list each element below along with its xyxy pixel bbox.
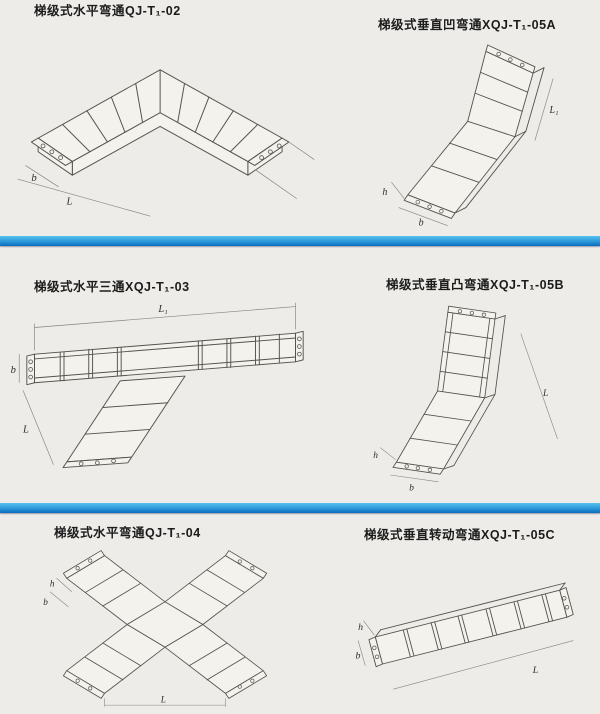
dim-label-b: b xyxy=(355,651,360,662)
dim-label-h: h xyxy=(358,622,363,633)
horizontal-bend-diagram: b L xyxy=(17,69,315,217)
section-divider xyxy=(0,503,600,513)
figure-cell-xqj-t1-05a: 梯级式垂直凹弯通XQJ-T₁-05A xyxy=(340,14,600,238)
vertical-concave-bend-diagram: L₁ h b xyxy=(382,44,558,229)
end-flanges xyxy=(62,550,268,699)
dimension-lines: L h b xyxy=(373,333,558,493)
tray-body xyxy=(407,50,545,214)
figure-title: 梯级式水平三通XQJ-T₁-03 xyxy=(34,280,190,294)
dim-label-b: b xyxy=(11,365,16,376)
dimension-lines: b L xyxy=(17,141,315,217)
dim-label-L1: L₁ xyxy=(157,304,167,315)
tray-body xyxy=(396,311,506,470)
dimension-lines: h b L xyxy=(43,578,226,707)
figure-cell-qj-t1-02: 梯级式水平弯通QJ-T₁-02 xyxy=(0,0,340,226)
tray-body xyxy=(374,582,568,665)
dimension-lines: L₁ b L xyxy=(11,302,296,465)
tray-body xyxy=(66,555,264,694)
end-flanges xyxy=(26,330,304,469)
dim-label-L1: L₁ xyxy=(548,105,558,116)
dim-label-L: L xyxy=(160,695,166,705)
vertical-convex-bend-diagram: L h b xyxy=(373,305,558,493)
figure-title: 梯级式水平弯通QJ-T₁-04 xyxy=(54,526,201,540)
dim-label-b: b xyxy=(409,483,414,493)
dim-label-L: L xyxy=(532,665,539,676)
dim-label-L: L xyxy=(65,195,72,207)
dimension-lines: L₁ h b xyxy=(382,78,558,229)
figure-title: 梯级式水平弯通QJ-T₁-02 xyxy=(34,4,181,18)
figure-cell-qj-t1-04: 梯级式水平弯通QJ-T₁-04 xyxy=(0,522,340,712)
dim-label-L: L xyxy=(22,424,29,435)
horizontal-tee-diagram: L₁ b L xyxy=(11,302,304,469)
figure-cell-xqj-t1-05c: 梯级式垂直转动弯通XQJ-T₁-05C xyxy=(340,524,600,712)
dim-label-h: h xyxy=(382,187,387,198)
figure-cell-xqj-t1-05b: 梯级式垂直凸弯通XQJ-T₁-05B xyxy=(340,274,600,502)
figure-title: 梯级式垂直凸弯通XQJ-T₁-05B xyxy=(386,278,565,292)
figure-title: 梯级式垂直凹弯通XQJ-T₁-05A xyxy=(378,18,557,32)
dim-label-h: h xyxy=(373,451,378,461)
dim-label-b: b xyxy=(31,172,37,184)
end-flanges xyxy=(403,44,536,219)
section-divider xyxy=(0,236,600,246)
tray-body xyxy=(33,332,297,463)
dim-label-h: h xyxy=(50,579,55,589)
end-flanges xyxy=(368,587,574,668)
dimension-lines: h b L xyxy=(355,620,574,690)
figure-title: 梯级式垂直转动弯通XQJ-T₁-05C xyxy=(364,528,556,542)
end-flanges xyxy=(392,305,497,475)
dim-label-b: b xyxy=(419,218,424,229)
tray-body xyxy=(37,69,283,176)
horizontal-cross-bend-diagram: h b L xyxy=(43,550,268,707)
vertical-rotating-bend-diagram: h b L xyxy=(355,582,574,690)
end-flanges xyxy=(30,137,290,166)
dim-label-b: b xyxy=(43,597,48,607)
dim-label-L: L xyxy=(542,389,548,399)
figure-cell-xqj-t1-03: 梯级式水平三通XQJ-T₁-03 xyxy=(0,276,340,502)
